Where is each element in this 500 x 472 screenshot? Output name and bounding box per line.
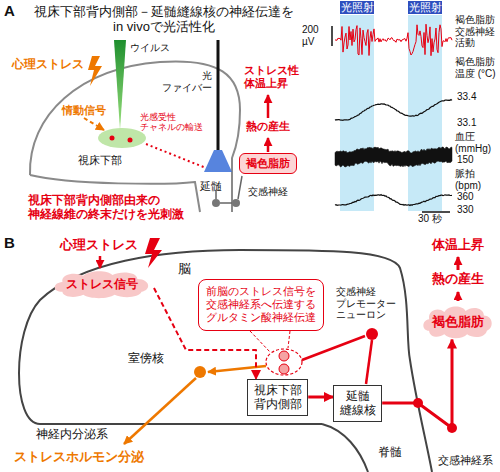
trace-label: 血圧 (mmHg) bbox=[455, 131, 497, 154]
effect-label: 熱の産生 bbox=[246, 120, 290, 133]
node-text: 前脳のストレス信号を 交感神経系へ伝達する グルタミン酸神経伝達 bbox=[205, 285, 317, 325]
channel-label: 光感受性 チャネルの輸送 bbox=[140, 112, 205, 133]
signal-label: 情動信号 bbox=[62, 104, 106, 117]
system-label: 交感神経系 bbox=[438, 454, 493, 467]
scale-label: 200 µV bbox=[302, 24, 330, 47]
panel-heading: 視床下部背内側部－延髄縫線核の神経伝達を in vivoで光活性化 bbox=[32, 5, 296, 35]
axis-value: 33.4 bbox=[457, 91, 476, 103]
heat-arrow bbox=[267, 95, 270, 118]
effect-label: 熱の産生 bbox=[432, 272, 484, 287]
heat-arrow bbox=[457, 292, 460, 301]
tissue-box: 褐色脂肪 bbox=[239, 153, 297, 174]
axis-value: 150 bbox=[457, 154, 474, 166]
stress-label: 心理ストレス bbox=[60, 238, 138, 253]
signal-connector bbox=[308, 396, 333, 399]
axis-value: 330 bbox=[457, 204, 474, 216]
heat-arrow bbox=[267, 138, 270, 152]
neuron-symbol bbox=[366, 328, 378, 340]
nucleus-box: 延髄 縫線核 bbox=[333, 385, 382, 422]
system-label: 神経内分泌系 bbox=[36, 428, 108, 442]
region-label: 脊髄 bbox=[378, 446, 402, 460]
spinal-cord-outline bbox=[322, 424, 368, 472]
axis-value: 360 bbox=[457, 191, 474, 203]
brain-outline bbox=[19, 250, 432, 472]
tissue-cloud: 褐色脂肪 bbox=[420, 304, 496, 340]
light-label: 光照射 bbox=[408, 1, 442, 14]
virus-label: ウイルス bbox=[130, 42, 170, 54]
neuron-symbol bbox=[194, 366, 206, 378]
hormone-arrow bbox=[208, 366, 266, 372]
leader-line bbox=[250, 331, 290, 352]
axon-line bbox=[302, 336, 365, 360]
neuron-dot bbox=[128, 138, 133, 143]
trace-label: 褐色脂肪交感神経活動 bbox=[455, 14, 497, 49]
temperature-trace bbox=[335, 100, 452, 121]
node-text: 視床下部 背内側部 bbox=[253, 383, 302, 412]
nerve-label: 交感神経 bbox=[248, 186, 288, 198]
neuron-symbol bbox=[212, 199, 220, 207]
axis-value: 33.1 bbox=[457, 117, 476, 129]
node-text: 延髄 縫線核 bbox=[339, 389, 376, 418]
light-label: 光照射 bbox=[340, 1, 374, 14]
cloud-outline bbox=[423, 307, 491, 339]
node-text: ストレス信号 bbox=[66, 277, 138, 291]
axon-line bbox=[366, 340, 372, 384]
neuron-symbol bbox=[232, 199, 240, 207]
heart-rate-trace bbox=[335, 195, 452, 206]
trace-label: 脈拍 (bpm) bbox=[455, 168, 497, 191]
fiber-path bbox=[146, 144, 206, 168]
panel-letter: B bbox=[4, 234, 15, 251]
blood-pressure-trace bbox=[335, 147, 452, 167]
lightning-symbol bbox=[145, 238, 162, 268]
stress-label: 心理ストレス bbox=[12, 58, 84, 72]
heat-arrow bbox=[457, 257, 460, 270]
nucleus-box: 視床下部 背内側部 bbox=[247, 379, 308, 416]
signal-connector bbox=[382, 340, 452, 428]
nerve-activity-trace bbox=[335, 24, 452, 56]
method-note: 視床下部背内側部由来の 神経線維の終末だけを光刺激 bbox=[28, 194, 186, 222]
light-cone bbox=[204, 150, 232, 172]
signal-arrow bbox=[84, 118, 104, 130]
neuron-group bbox=[266, 349, 302, 375]
node-text: 褐色脂肪 bbox=[246, 157, 290, 170]
hormone-label: ストレスホルモン分泌 bbox=[14, 450, 144, 465]
signal-cloud: ストレス信号 bbox=[50, 269, 154, 299]
stress-arrow bbox=[99, 256, 102, 268]
node-text: 褐色脂肪 bbox=[432, 314, 484, 330]
neuron-symbol bbox=[279, 364, 289, 374]
effect-label: 体温上昇 bbox=[432, 238, 484, 253]
virus-needle bbox=[114, 40, 126, 130]
region-label: 延髄 bbox=[200, 180, 222, 193]
recording-traces bbox=[335, 24, 452, 205]
scale-bar bbox=[331, 26, 333, 46]
panel-letter: A bbox=[4, 2, 15, 19]
neuron-label: 交感神経 プレモーター ニューロン bbox=[336, 286, 398, 321]
injection-site bbox=[98, 128, 146, 148]
effect-label: ストレス性 体温上昇 bbox=[244, 64, 301, 89]
hormone-arrow bbox=[124, 378, 196, 444]
neuron-dot bbox=[110, 136, 115, 141]
brain-outline bbox=[30, 61, 240, 212]
neuron-symbol bbox=[279, 351, 289, 361]
region-label: 視床下部 bbox=[78, 154, 122, 167]
trace-label: 褐色脂肪温度 (°C) bbox=[455, 56, 497, 79]
region-label: 脳 bbox=[178, 262, 191, 277]
scale-bar bbox=[422, 211, 450, 213]
fiber-label: 光 ファイバー bbox=[160, 70, 212, 93]
region-label: 室傍核 bbox=[128, 352, 164, 366]
callout-box: 前脳のストレス信号を 交感神経系へ伝達する グルタミン酸神経伝達 bbox=[198, 279, 324, 331]
optic-fiber bbox=[217, 40, 220, 150]
scale-label: 30 秒 bbox=[418, 213, 442, 225]
cloud-outline bbox=[55, 271, 148, 298]
lightning-symbol bbox=[88, 56, 102, 86]
